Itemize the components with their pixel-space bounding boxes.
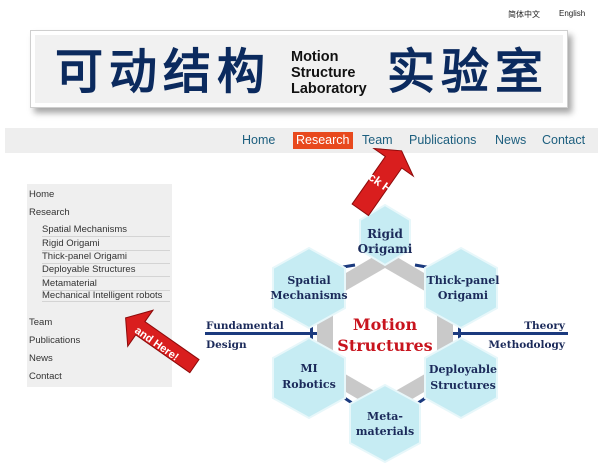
banner-background: 可动结构 Motion Structure Laboratory 实验室 bbox=[35, 35, 563, 103]
hex-meta-line-2: materials bbox=[356, 425, 414, 438]
hex-mi-line-1: MI bbox=[300, 362, 317, 375]
sidebar-item-home[interactable]: Home bbox=[29, 189, 55, 200]
sidebar-item-publications[interactable]: Publications bbox=[29, 335, 81, 346]
label-theory: Theory bbox=[524, 320, 566, 332]
hex-rigid-origami[interactable]: Rigid Origami bbox=[358, 203, 413, 267]
sidebar-subitem-rigid-origami[interactable]: Rigid Origami bbox=[42, 238, 170, 251]
banner-english-title: Motion Structure Laboratory bbox=[291, 49, 367, 97]
sidebar-item-team[interactable]: Team bbox=[29, 317, 53, 328]
center-title-line-2: Structures bbox=[337, 336, 432, 355]
hex-mi-line-2: Robotics bbox=[282, 378, 336, 391]
banner-english-line-2: Structure bbox=[291, 65, 356, 81]
hex-rigid-line-2: Origami bbox=[358, 242, 413, 256]
sidebar-subitem-deployable-structures[interactable]: Deployable Structures bbox=[42, 264, 170, 277]
sidebar-subitem-thick-panel-origami[interactable]: Thick-panel Origami bbox=[42, 251, 170, 264]
hex-spatial-line-2: Mechanisms bbox=[270, 289, 347, 302]
label-methodology: Methodology bbox=[488, 339, 565, 351]
nav-publications[interactable]: Publications bbox=[409, 133, 477, 147]
hex-rigid-line-1: Rigid bbox=[367, 227, 403, 241]
banner-chinese-title: 可动结构 bbox=[55, 44, 272, 100]
hex-deploy-line-2: Structures bbox=[430, 379, 496, 392]
and-here-arrow: and Here! bbox=[125, 309, 200, 374]
research-areas-diagram[interactable]: Rigid Origami Spatial Mechanisms Thick-p… bbox=[200, 200, 603, 468]
hex-spatial-line-1: Spatial bbox=[287, 274, 330, 287]
click-here-arrow: Click Here! bbox=[351, 148, 415, 217]
hex-spatial-mechanisms[interactable]: Spatial Mechanisms bbox=[270, 246, 348, 330]
sidebar-item-contact[interactable]: Contact bbox=[29, 371, 62, 382]
banner-english-line-1: Motion bbox=[291, 49, 339, 65]
sidebar-menu: Home Research Spatial Mechanisms Rigid O… bbox=[27, 184, 172, 387]
central-hexagon-ring bbox=[317, 250, 453, 415]
lang-english-link[interactable]: English bbox=[559, 9, 586, 18]
hex-thick-line-2: Origami bbox=[438, 289, 488, 302]
hex-thick-line-1: Thick-panel bbox=[427, 274, 500, 287]
nav-team[interactable]: Team bbox=[362, 133, 393, 147]
lang-simplified-chinese-link[interactable]: 简体中文 bbox=[508, 10, 540, 19]
banner-chinese-lab: 实验室 bbox=[387, 44, 550, 100]
main-nav: Home Research Team Publications News Con… bbox=[5, 128, 598, 153]
hex-mi-robotics[interactable]: MI Robotics bbox=[272, 336, 346, 420]
sidebar-subitem-metamaterial[interactable]: Metamaterial bbox=[42, 278, 170, 291]
label-design: Design bbox=[206, 339, 247, 351]
banner-english-line-3: Laboratory bbox=[291, 81, 367, 97]
axis-lines bbox=[205, 326, 568, 342]
hex-meta-line-1: Meta- bbox=[367, 410, 403, 423]
hex-thick-panel-origami[interactable]: Thick-panel Origami bbox=[424, 246, 500, 330]
lab-logo-banner[interactable]: 可动结构 Motion Structure Laboratory 实验室 bbox=[30, 30, 568, 108]
center-title-line-1: Motion bbox=[353, 315, 418, 334]
hex-metamaterials[interactable]: Meta- materials bbox=[349, 383, 421, 464]
sidebar-subitem-mechanical-intelligent-robots[interactable]: Mechanical Intelligent robots bbox=[42, 291, 170, 302]
nav-home[interactable]: Home bbox=[242, 133, 276, 147]
hex-deployable-structures[interactable]: Deployable Structures bbox=[424, 336, 498, 420]
nav-contact[interactable]: Contact bbox=[542, 133, 586, 147]
nav-news[interactable]: News bbox=[495, 133, 527, 147]
sidebar-item-news[interactable]: News bbox=[29, 353, 53, 364]
hex-deploy-line-1: Deployable bbox=[429, 363, 497, 376]
sidebar-item-research[interactable]: Research bbox=[29, 207, 70, 218]
nav-research[interactable]: Research bbox=[293, 132, 353, 149]
label-fundamental: Fundamental bbox=[206, 320, 284, 332]
sidebar-subitem-spatial-mechanisms[interactable]: Spatial Mechanisms bbox=[42, 224, 170, 237]
